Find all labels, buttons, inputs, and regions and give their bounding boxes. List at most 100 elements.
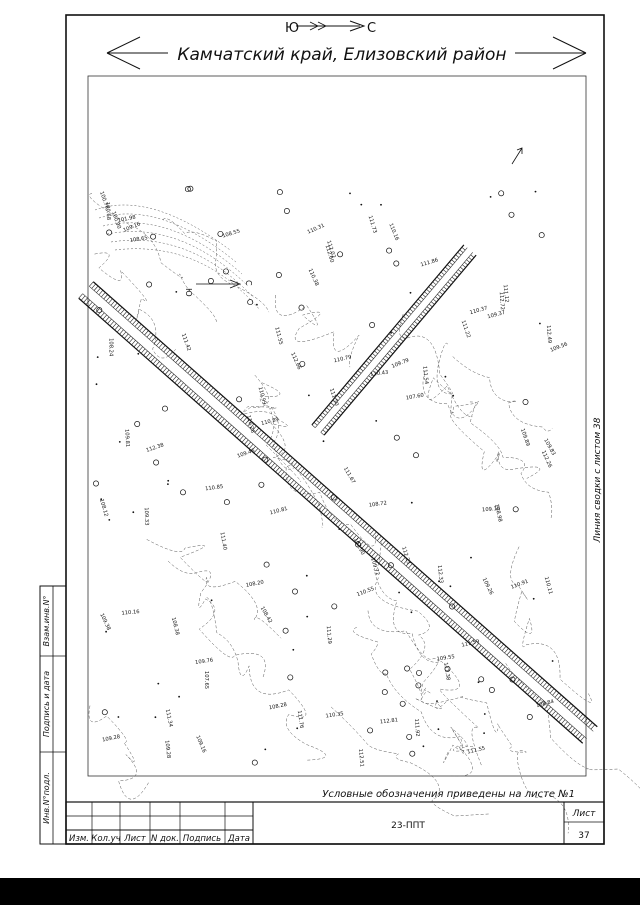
spot-height-dot-icon xyxy=(483,713,486,715)
contour-line xyxy=(450,727,475,777)
elevation-label: 110.35 xyxy=(325,711,344,719)
col-signature: Подпись xyxy=(183,834,221,844)
spot-height-dot-icon xyxy=(338,528,341,530)
elevation-label: 109.56 xyxy=(550,341,569,353)
elevation-label: 108.28 xyxy=(269,702,288,711)
contour-line xyxy=(421,689,499,733)
survey-point-icon xyxy=(153,459,160,466)
header: Камчатский край, Елизовский район Ю С xyxy=(106,20,587,70)
spot-height-dot-icon xyxy=(108,519,111,521)
legend-note: Условные обозначения приведены на листе … xyxy=(322,788,575,800)
contour-line xyxy=(167,560,266,678)
survey-point-icon xyxy=(146,281,153,288)
spot-height-dot-icon xyxy=(532,597,535,600)
spot-height-dot-icon xyxy=(96,356,99,358)
contour-line xyxy=(505,663,640,797)
spot-height-dot-icon xyxy=(167,483,169,485)
elevation-label: 112.72 xyxy=(498,292,505,311)
elevation-label: 108.72 xyxy=(368,500,387,508)
survey-point-icon xyxy=(498,190,505,197)
contour-line xyxy=(94,252,176,359)
north-arrow-icon xyxy=(296,20,366,32)
survey-point-icon xyxy=(262,456,269,463)
direction-arrow-icon xyxy=(511,147,523,165)
elevation-label: 111.12 xyxy=(502,284,510,303)
contour-line xyxy=(399,313,473,418)
elevation-label: 112.02 xyxy=(325,240,336,259)
survey-point-icon xyxy=(207,278,214,284)
survey-point-icon xyxy=(409,750,416,757)
survey-point-icon xyxy=(393,260,400,267)
elevation-label: 110.38 xyxy=(307,268,320,287)
elevation-label: 109.37 xyxy=(487,310,506,320)
elevation-label: 112.33 xyxy=(436,565,444,584)
survey-point-icon xyxy=(404,665,411,672)
survey-point-icon xyxy=(106,229,113,236)
map-north-arrow-icon xyxy=(196,279,242,289)
elevation-label: 110.43 xyxy=(370,370,389,378)
survey-point-icon xyxy=(236,396,243,403)
col-count: Кол.уч xyxy=(91,834,120,844)
survey-point-icon xyxy=(488,687,495,693)
spot-height-dot-icon xyxy=(157,682,160,685)
spot-height-dot-icon xyxy=(100,498,103,501)
elevation-label: 107.60 xyxy=(405,393,424,402)
elevation-label: 109.46 xyxy=(237,448,256,460)
spot-height-dot-icon xyxy=(410,501,413,504)
survey-point-icon xyxy=(416,669,422,676)
north-label: С xyxy=(367,21,376,36)
spot-height-dot-icon xyxy=(296,727,299,730)
spot-height-dot-icon xyxy=(105,630,107,633)
elevation-label: 109.26 xyxy=(481,577,494,596)
contour-line xyxy=(330,706,491,817)
spot-height-dot-icon xyxy=(534,190,537,193)
spot-height-dot-icon xyxy=(175,291,178,293)
elevation-label: 100.76 xyxy=(98,191,110,210)
elevation-label: 111.40 xyxy=(219,532,228,551)
elevation-label: 109.79 xyxy=(391,357,410,369)
spot-height-dot-icon xyxy=(154,716,157,719)
survey-point-icon xyxy=(96,307,103,314)
contour-line xyxy=(102,222,243,275)
match-line-note: Линия сводки с листом 38 xyxy=(593,417,603,543)
elevation-label: 100.68 xyxy=(104,202,111,221)
elevation-label: 111.34 xyxy=(164,709,174,729)
spot-height-dot-icon xyxy=(422,745,425,748)
elevation-label: 110.79 xyxy=(333,354,352,364)
road-lane xyxy=(89,286,594,732)
contour-line xyxy=(375,577,449,709)
survey-map: Линия сводки с листом 38 Ю С 100.76100.6… xyxy=(78,147,640,834)
elevation-label: 108.42 xyxy=(259,606,273,625)
survey-point-icon xyxy=(292,588,298,595)
side-label-orig-inv: Инв.N°подл. xyxy=(42,772,51,824)
survey-point-icon xyxy=(478,676,485,683)
contour-line xyxy=(497,723,569,834)
contour-line xyxy=(94,204,231,251)
survey-point-icon xyxy=(330,494,337,501)
elevation-label: 110.55 xyxy=(356,586,375,598)
col-sheet: Лист xyxy=(123,834,147,844)
elevation-label: 111.38 xyxy=(442,662,451,681)
elevation-label: 108.24 xyxy=(107,338,113,357)
elevation-label: 111.54 xyxy=(421,366,429,385)
side-label-replace-inv: Взам.инв.N° xyxy=(42,596,51,647)
survey-point-icon xyxy=(444,665,451,672)
right-arrow-icon xyxy=(515,36,587,70)
road-hatching xyxy=(311,247,475,436)
spot-height-dot-icon xyxy=(410,611,413,614)
survey-point-icon xyxy=(386,247,393,254)
elevation-label: 111.67 xyxy=(342,466,356,485)
elevation-label: 100.90 xyxy=(110,211,122,230)
survey-point-icon xyxy=(223,499,230,506)
doc-code: 23-ППТ xyxy=(391,821,425,831)
elevation-label: 111.73 xyxy=(367,215,378,234)
survey-point-icon xyxy=(538,232,545,239)
road-edge xyxy=(323,254,477,436)
spot-height-dot-icon xyxy=(360,203,363,206)
spot-height-dot-icon xyxy=(322,440,325,443)
survey-point-icon xyxy=(369,322,376,328)
elevation-label: 112.49 xyxy=(545,325,552,344)
elevation-label: 112.23 xyxy=(400,546,411,565)
spot-height-dot-icon xyxy=(452,394,455,397)
elevation-label: 111.22 xyxy=(460,320,472,339)
